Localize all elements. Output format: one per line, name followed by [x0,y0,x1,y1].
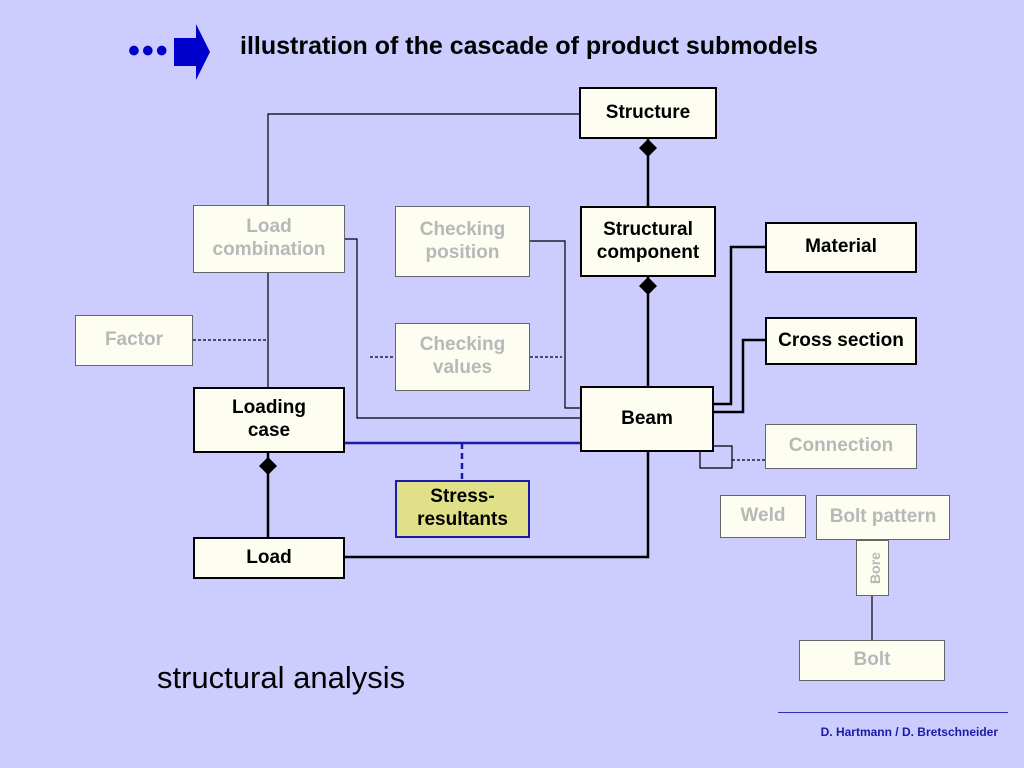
checking-position-box: Checking position [395,206,530,277]
composition-diamond [639,139,657,157]
material-label: Material [805,236,877,258]
checking-position-label-line2: position [425,241,500,263]
footer-divider [778,712,1008,713]
bolt-pattern-box: Bolt pattern [816,495,950,540]
checking-values-label-line2: values [432,357,493,378]
cross-section-box: Cross section [765,317,917,365]
structural-component-label-line1: Structural [603,218,693,240]
weld-label: Weld [740,505,786,527]
structural-component-label-line2: component [596,241,700,263]
bore-label: Bore [867,552,883,584]
structural-component-box: Structural component [580,206,716,277]
stress-resultants-label-line1: Stress- [430,486,495,508]
factor-box: Factor [75,315,193,366]
loading-case-box: Loading case [193,387,345,453]
subtitle: structural analysis [157,660,406,695]
page-title: illustration of the cascade of product s… [240,32,818,60]
beam-box: Beam [580,386,714,452]
bolt-pattern-label: Bolt pattern [829,506,937,528]
footer-authors: D. Hartmann / D. Bretschneider [820,725,998,739]
load-combination-label-line2: combination [212,239,326,260]
composition-diamond [259,457,277,475]
cross-section-label: Cross section [778,329,904,351]
beam-label: Beam [621,407,673,429]
load-box: Load [193,537,345,579]
load-label: Load [246,546,292,568]
structure-box: Structure [579,87,717,139]
weld-box: Weld [720,495,806,538]
checking-position-label-line1: Checking [419,218,506,240]
factor-label: Factor [104,329,164,351]
composition-diamond [639,277,657,295]
right-arrow-icon [174,24,210,80]
ellipsis-dots: ••• [128,32,170,70]
connection-label: Connection [788,435,894,457]
bolt-box: Bolt [799,640,945,681]
stress-resultants-label-line2: resultants [417,509,508,530]
load-combination-box: Load combination [193,205,345,273]
loading-case-label-line2: case [247,420,291,441]
checking-values-box: Checking values [395,323,530,391]
connection-box: Connection [765,424,917,469]
bolt-label: Bolt [853,649,891,671]
loading-case-label-line1: Loading [232,397,306,419]
structure-label: Structure [605,101,691,123]
bore-box [856,540,889,596]
checking-values-label-line1: Checking [419,334,506,356]
stress-resultants-box: Stress- resultants [395,480,530,538]
material-box: Material [765,222,917,273]
load-combination-label-line1: Load [246,216,292,238]
